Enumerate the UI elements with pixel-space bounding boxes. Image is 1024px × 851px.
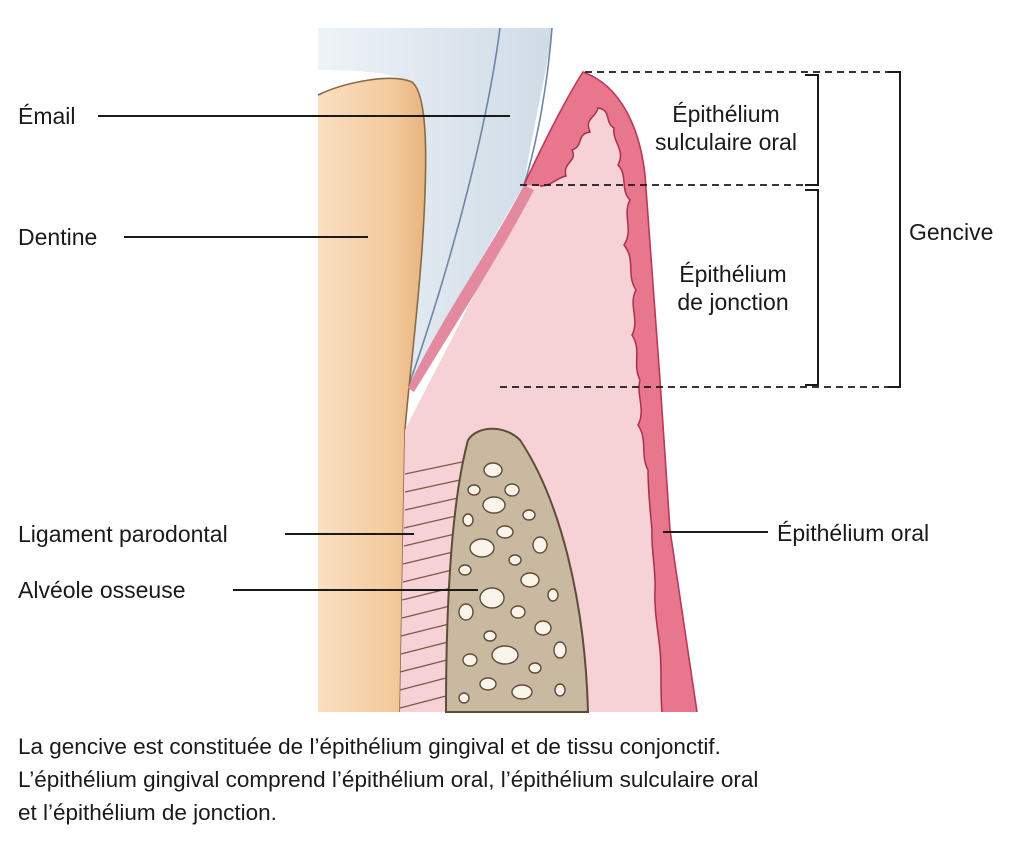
- enamel: [318, 28, 552, 388]
- label-junctional-line1: Épithélium: [679, 261, 787, 287]
- caption-line-3: et l’épithélium de jonction.: [18, 800, 277, 825]
- label-dentine: Dentine: [18, 224, 98, 250]
- leader-lines: [98, 115, 768, 591]
- caption-line-2: L’épithélium gingival comprend l’épithél…: [18, 767, 759, 792]
- label-junctional-epithelium: Épithélium de jonction: [648, 260, 818, 316]
- label-gencive: Gencive: [909, 219, 994, 245]
- label-sulcular-line2: sulculaire oral: [655, 129, 797, 155]
- gingiva-anatomy-diagram: [98, 27, 901, 713]
- label-ligament: Ligament parodontal: [18, 521, 228, 547]
- brackets: [805, 71, 901, 388]
- label-sulcular-line1: Épithélium: [672, 101, 780, 127]
- label-alveole: Alvéole osseuse: [18, 577, 186, 603]
- dashed-guides: [500, 71, 900, 388]
- figure-caption: La gencive est constituée de l’épithéliu…: [18, 730, 1008, 829]
- oral-epithelium: [524, 72, 697, 712]
- junctional-epithelium: [408, 185, 534, 392]
- alveolar-bone: [444, 427, 590, 713]
- label-oral-epithelium: Épithélium oral: [777, 520, 930, 546]
- bone-pores: [458, 462, 567, 704]
- label-junctional-line2: de jonction: [677, 289, 789, 315]
- caption-line-1: La gencive est constituée de l’épithéliu…: [18, 734, 721, 759]
- label-sulcular-epithelium: Épithélium sulculaire oral: [636, 100, 816, 156]
- enamel-outline: [407, 27, 501, 389]
- label-email: Émail: [18, 103, 76, 129]
